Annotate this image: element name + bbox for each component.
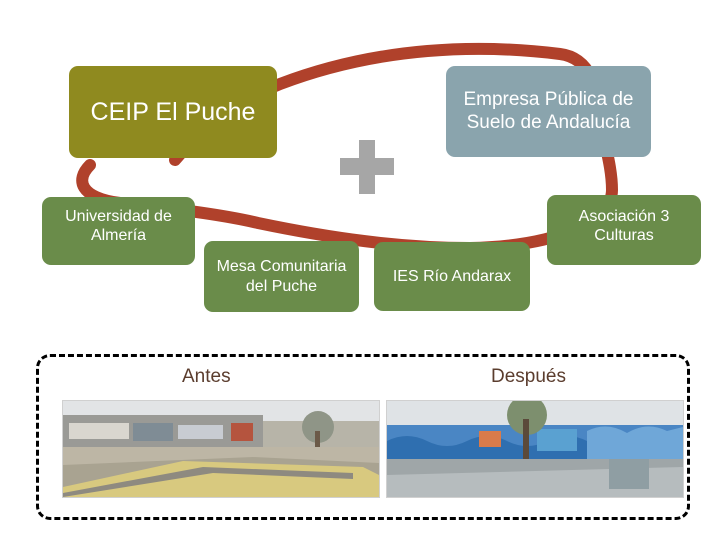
after-photo: [386, 400, 684, 498]
node-empresa-publica: Empresa Pública de Suelo de Andalucía: [446, 66, 651, 157]
node-universidad-label: Universidad de Almería: [65, 208, 172, 245]
node-mesa-label: Mesa Comunitaria del Puche: [216, 258, 347, 295]
before-photo: [62, 400, 380, 498]
connection-ring: [76, 42, 619, 255]
plus-icon: [340, 140, 394, 194]
node-universidad-almeria: Universidad de Almería: [42, 197, 195, 265]
after-label: Después: [491, 366, 566, 387]
node-ies-label: IES Río Andarax: [392, 267, 512, 285]
node-ies-rio-andarax: IES Río Andarax: [374, 242, 530, 311]
node-empresa-label: Empresa Pública de Suelo de Andalucía: [463, 88, 634, 133]
node-asociacion-3-culturas: Asociación 3 Culturas: [547, 195, 701, 265]
node-asociacion-label: Asociación 3 Culturas: [578, 208, 670, 245]
before-after-frame: [36, 354, 690, 520]
node-ceip-label: CEIP El Puche: [90, 98, 256, 126]
before-label: Antes: [182, 366, 231, 387]
node-mesa-comunitaria: Mesa Comunitaria del Puche: [204, 241, 359, 312]
node-ceip-el-puche: CEIP El Puche: [69, 66, 277, 158]
